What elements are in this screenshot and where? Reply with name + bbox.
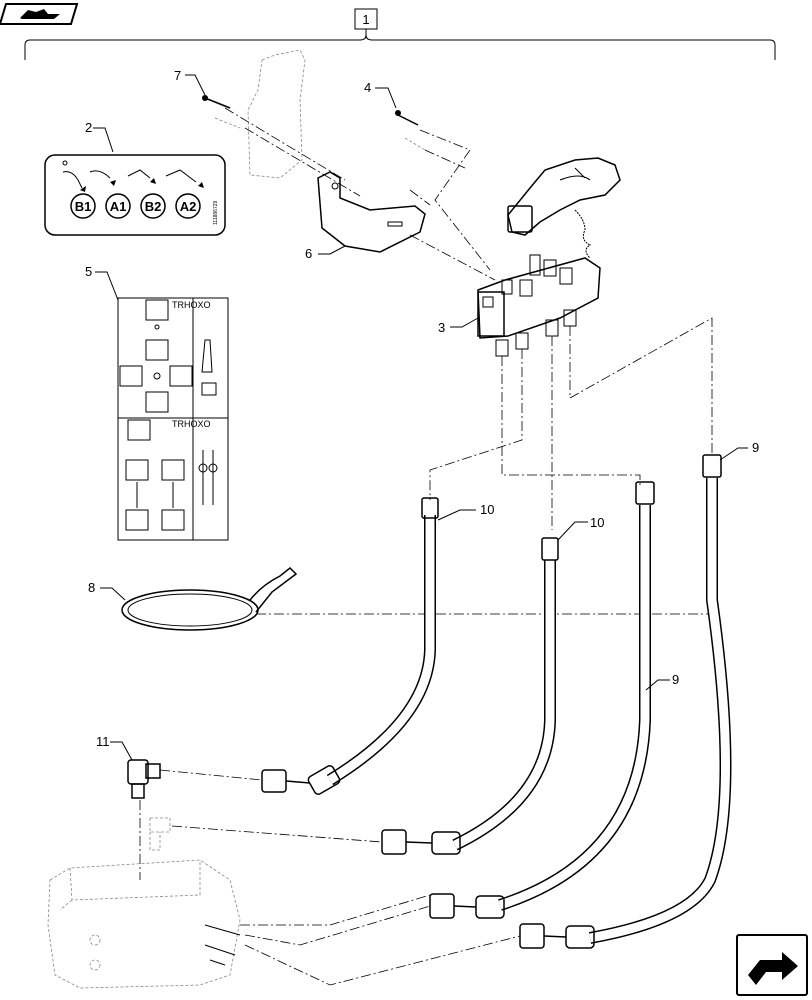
callout-6: 6	[305, 246, 312, 261]
valve-ports-bottom	[495, 309, 577, 357]
leader-5	[95, 271, 119, 301]
conn-line-hose-10a	[429, 349, 523, 500]
elbow-fitting-part-11	[127, 759, 171, 851]
leader-9a	[719, 447, 748, 461]
decal-code: 111886729	[213, 200, 219, 225]
button-b1-label: B1	[75, 199, 92, 214]
next-page-arrow-icon[interactable]	[736, 934, 808, 996]
conn-line-elbows	[139, 769, 383, 880]
main-valve-ghost	[47, 859, 241, 989]
screw-part-7	[202, 95, 241, 129]
label-header-bottom: TRHOXO	[172, 419, 211, 429]
decal-buttons: B1 A1 B2 A2	[70, 193, 201, 219]
decal-part-2: B1 A1 B2 A2 111886729	[44, 154, 226, 236]
hose-part-9b	[429, 481, 655, 919]
cable-tie-part-8	[121, 566, 298, 631]
screw-part-4	[395, 110, 426, 151]
conn-line-hose-9a	[569, 317, 713, 455]
button-a1-label: A1	[110, 199, 127, 214]
leader-4	[375, 87, 397, 109]
callout-10b: 10	[590, 515, 604, 530]
button-a2-label: A2	[180, 199, 197, 214]
leader-7	[185, 74, 206, 96]
callout-8: 8	[88, 580, 95, 595]
assembly-lines-bracket	[224, 107, 496, 281]
leader-8	[100, 587, 126, 601]
leader-10a	[437, 509, 476, 521]
callout-9b: 9	[672, 672, 679, 687]
leader-3	[450, 317, 479, 328]
conn-line-hose-9b	[501, 356, 641, 485]
leader-6	[318, 245, 346, 255]
leader-2	[93, 127, 114, 153]
instruction-label-part-5: TRHOXO TRHOXO	[117, 297, 229, 541]
joystick-handle	[507, 157, 621, 259]
leader-9b	[645, 679, 670, 691]
leader-10b	[557, 521, 588, 541]
label-header-top: TRHOXO	[172, 300, 211, 310]
book-arrow-icon[interactable]	[0, 3, 79, 25]
assembly-number: 1	[362, 12, 369, 27]
bracket-left	[24, 29, 367, 60]
callout-11: 11	[96, 734, 110, 749]
callout-7: 7	[174, 68, 181, 83]
bracket-right	[365, 34, 776, 60]
cab-panel-ghost	[247, 49, 306, 179]
callout-2: 2	[85, 120, 92, 135]
callout-10a: 10	[480, 502, 494, 517]
callout-3: 3	[438, 320, 445, 335]
valve-ports-top	[501, 254, 573, 297]
bracket-part-6	[317, 171, 426, 253]
conn-line-valve-body	[240, 894, 521, 986]
callout-4: 4	[364, 80, 371, 95]
leader-11	[110, 741, 133, 761]
hose-part-10b	[381, 537, 559, 855]
valve-block-part-3	[477, 254, 601, 357]
decal-lever-icons	[62, 160, 204, 192]
button-b2-label: B2	[145, 199, 162, 214]
assembly-callout-1: 1	[24, 8, 776, 60]
callout-5: 5	[85, 264, 92, 279]
callout-9a: 9	[752, 440, 759, 455]
hose-part-10a	[261, 497, 439, 795]
